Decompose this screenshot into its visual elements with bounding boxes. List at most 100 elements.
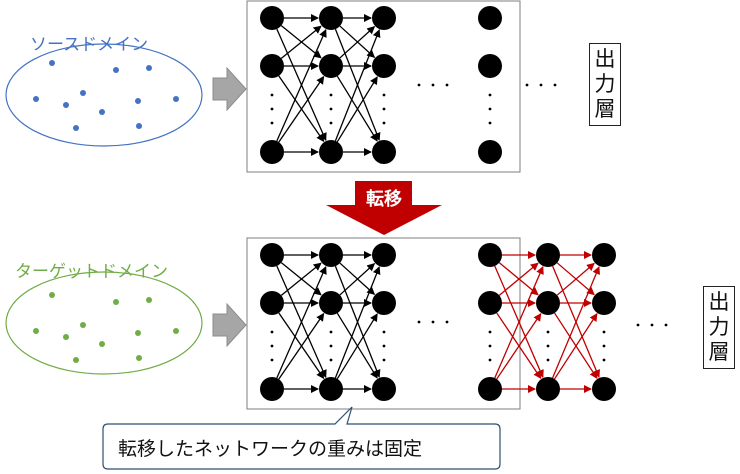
network-node: [372, 243, 396, 267]
network-node: [478, 54, 502, 78]
network-edge: [339, 263, 376, 296]
network-edge: [278, 75, 325, 143]
transfer-arrow: [326, 181, 442, 235]
ellipsis-dot: [329, 344, 333, 348]
ellipsis-dot: [270, 330, 274, 334]
target-domain-samples: [33, 292, 179, 363]
ellipsis-dot: [270, 93, 274, 97]
network-node: [372, 291, 396, 315]
source-domain-ellipse: [5, 43, 203, 147]
source-sample-dot: [146, 65, 152, 71]
target-sample-dot: [135, 330, 141, 336]
network-node: [478, 140, 502, 164]
network-node: [260, 140, 284, 164]
source-sample-dot: [173, 96, 179, 102]
target-sample-dot: [73, 357, 79, 363]
source-domain-label: ソースドメイン: [30, 35, 149, 55]
target-sample-dot: [136, 355, 142, 361]
network-node: [478, 377, 502, 401]
target-sample-dot: [49, 292, 55, 298]
ellipsis-dot: [382, 358, 386, 362]
ellipsis-dot: [445, 320, 449, 324]
network-node: [478, 291, 502, 315]
network-node: [372, 377, 396, 401]
ellipsis-dot: [382, 121, 386, 125]
ellipsis-dot: [525, 83, 529, 87]
ellipsis-dot: [488, 121, 492, 125]
target-sample-dot: [33, 328, 39, 334]
source-sample-dot: [136, 123, 142, 129]
network-node: [536, 243, 560, 267]
ellipsis-dot: [546, 330, 550, 334]
ellipsis-dot: [488, 330, 492, 334]
ellipsis-dot: [488, 358, 492, 362]
callout-bubble: [102, 406, 501, 470]
network-edge: [554, 313, 598, 380]
ellipsis-dot: [270, 121, 274, 125]
target-network: [260, 243, 668, 401]
network-node: [260, 243, 284, 267]
network-node: [372, 6, 396, 30]
network-node: [478, 6, 502, 30]
callout-text: 転移したネットワークの重みは固定: [118, 438, 423, 460]
ellipsis-dot: [546, 344, 550, 348]
source-domain-samples: [33, 60, 179, 131]
ellipsis-dot: [664, 323, 668, 327]
network-node: [319, 377, 343, 401]
ellipsis-dot: [417, 320, 421, 324]
network-node: [260, 54, 284, 78]
source-sample-dot: [33, 96, 39, 102]
network-edge: [276, 28, 327, 142]
ellipsis-dot: [417, 83, 421, 87]
ellipsis-dot: [488, 107, 492, 111]
target-sample-dot: [99, 341, 105, 347]
transfer-label: 転移: [366, 189, 402, 210]
network-node: [319, 140, 343, 164]
network-node: [592, 243, 616, 267]
ellipsis-dot: [329, 358, 333, 362]
ellipsis-dot: [329, 107, 333, 111]
ellipsis-dot: [270, 358, 274, 362]
network-edge: [336, 76, 378, 143]
ellipsis-dot: [488, 344, 492, 348]
network-edge: [498, 262, 539, 296]
ellipsis-dot: [382, 344, 386, 348]
source-sample-dot: [99, 109, 105, 115]
target-sample-dot: [146, 297, 152, 303]
ellipsis-dot: [270, 107, 274, 111]
network-node: [536, 377, 560, 401]
network-node: [372, 140, 396, 164]
source-sample-dot: [135, 98, 141, 104]
ellipsis-dot: [329, 93, 333, 97]
ellipsis-dot: [602, 344, 606, 348]
network-node: [260, 6, 284, 30]
source-sample-dot: [113, 67, 119, 73]
target-domain-ellipse: [5, 271, 203, 375]
ellipsis-dot: [329, 330, 333, 334]
network-edge: [280, 262, 322, 296]
target-sample-dot: [80, 322, 86, 328]
ellipsis-dot: [431, 83, 435, 87]
network-node: [478, 243, 502, 267]
target-sample-dot: [63, 334, 69, 340]
ellipsis-dot: [602, 358, 606, 362]
ellipsis-dot: [382, 107, 386, 111]
ellipsis-dot: [553, 83, 557, 87]
ellipsis-dot: [546, 358, 550, 362]
ellipsis-dot: [270, 344, 274, 348]
network-edge: [556, 262, 595, 296]
source-input-arrow: [212, 66, 247, 112]
target-output-layer-label: 出 力 層: [703, 286, 735, 369]
source-sample-dot: [80, 90, 86, 96]
ellipsis-dot: [539, 83, 543, 87]
network-edge: [280, 25, 322, 59]
ellipsis-dot: [431, 320, 435, 324]
ellipsis-dot: [382, 330, 386, 334]
network-edge: [494, 266, 544, 379]
ellipsis-dot: [488, 93, 492, 97]
network-node: [592, 291, 616, 315]
source-network: [260, 6, 557, 164]
network-node: [319, 243, 343, 267]
network-node: [260, 291, 284, 315]
